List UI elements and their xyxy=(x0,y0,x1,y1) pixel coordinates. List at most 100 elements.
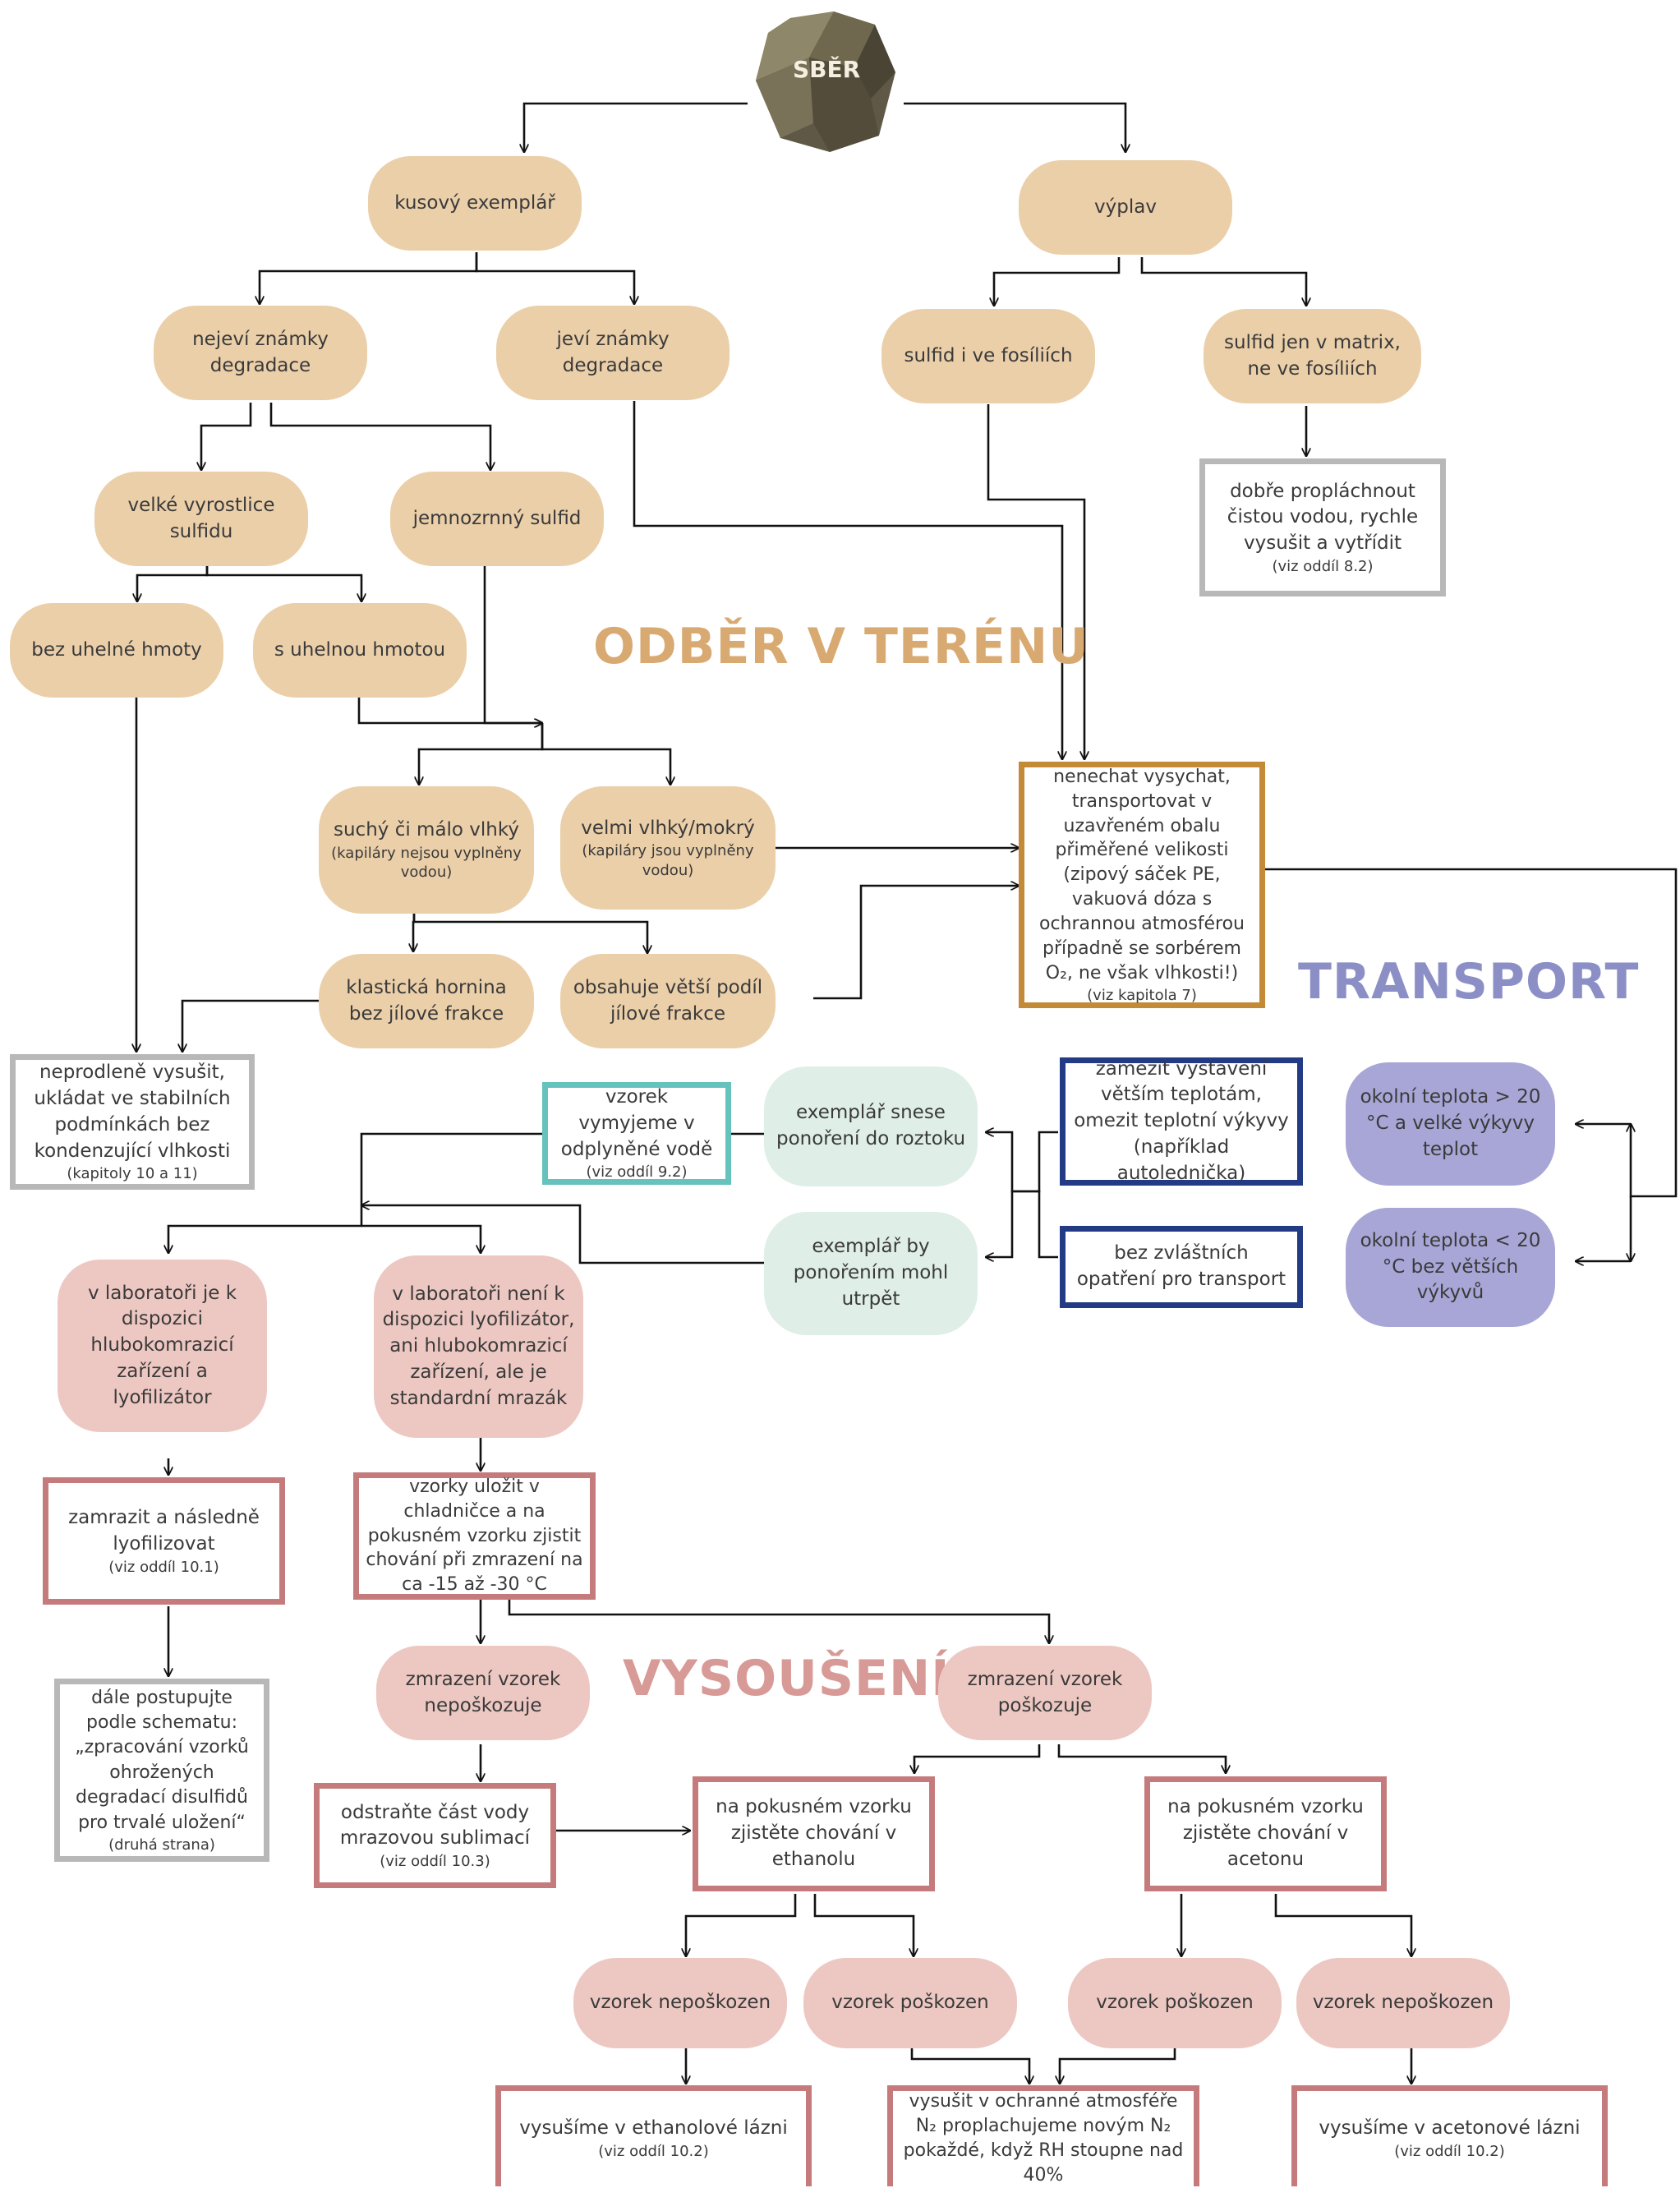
arrow xyxy=(361,1224,481,1253)
node-text: klastická hornina bez jílové frakce xyxy=(346,976,507,1025)
arrow xyxy=(201,403,252,470)
node-note: (druhá strana) xyxy=(108,1836,215,1854)
node-note: (viz oddíl 9.2) xyxy=(586,1163,688,1182)
node-vyplav: výplav xyxy=(1019,160,1232,255)
node-text: vzorek poškozen xyxy=(1096,1992,1254,2014)
node-text: v laboratoři je k dispozici hlubokomrazi… xyxy=(87,1282,237,1408)
arrow xyxy=(1140,257,1306,306)
node-text: zmrazení vzorek nepoškozuje xyxy=(405,1668,561,1716)
node-text: bez zvláštních opatření pro transport xyxy=(1076,1242,1286,1290)
arrow xyxy=(994,257,1121,306)
node-lab-je-lyofilizator: v laboratoři je k dispozici hlubokomrazi… xyxy=(58,1260,267,1432)
arrow xyxy=(419,723,544,785)
node-text: zamezit vystavení větším teplotám, omezi… xyxy=(1074,1057,1289,1184)
node-ulozit-v-chladnicce: vzorky uložit v chladničce a na pokusném… xyxy=(353,1472,596,1600)
node-mokry: velmi vlhký/mokrý (kapiláry jsou vyplněny… xyxy=(560,786,776,910)
node-jilova-frakce: obsahuje větší podíl jílové frakce xyxy=(560,954,776,1048)
field-section-title: ODBĚR V TERÉNU xyxy=(593,618,1089,675)
node-klasticka-hornina: klastická hornina bez jílové frakce xyxy=(319,954,534,1048)
node-text: vysušíme v acetonové lázni xyxy=(1319,2117,1581,2140)
arrow xyxy=(1057,1744,1226,1773)
node-note: (kapiláry jsou vyplněny vodou) xyxy=(582,842,754,879)
node-zamezit-vystaveni: zamezit vystavení větším teplotám, omezi… xyxy=(1060,1057,1303,1186)
arrow xyxy=(475,252,634,304)
node-sulfid-fosilie: sulfid i ve fosíliích xyxy=(881,309,1095,403)
node-text: vysušíme v ethanolové lázni xyxy=(519,2117,788,2140)
node-note: (viz oddíl 10.2) xyxy=(1394,2143,1505,2161)
arrow xyxy=(361,1205,764,1264)
node-text: obsahuje větší podíl jílové frakce xyxy=(573,976,763,1025)
node-text: dále postupujte podle schematu: „zpracov… xyxy=(75,1687,249,1833)
node-text: jeví známky degradace xyxy=(556,328,670,376)
node-text: vysušit v ochranné atmosféře N₂ proplach… xyxy=(903,2091,1184,2186)
node-note: (viz oddíl 8.2) xyxy=(1272,557,1374,575)
arrow xyxy=(357,697,542,723)
node-vymyjeme: vzorek vymyjeme v odplyněné vodě (viz odd… xyxy=(542,1082,731,1185)
arrow xyxy=(1265,868,1678,1198)
arrow xyxy=(541,723,670,785)
node-aceton-poskozen: vzorek poškozen xyxy=(1068,1958,1282,2048)
node-text: vzorek vymyjeme v odplyněné vodě xyxy=(560,1086,713,1160)
node-text: velké vyrostlice sulfidu xyxy=(127,494,275,542)
node-text: v laboratoři není k dispozici lyofilizát… xyxy=(382,1283,575,1409)
node-acetonova-lazen: vysušíme v acetonové lázni (viz oddíl 10.… xyxy=(1291,2085,1608,2186)
node-text: zmrazení vzorek poškozuje xyxy=(967,1668,1123,1716)
arrow xyxy=(813,1894,914,1956)
node-nenechat-vysychat: nenechat vysychat, transportovat v uzavř… xyxy=(1019,762,1265,1008)
node-zmrazeni-neposkozuje: zmrazení vzorek nepoškozuje xyxy=(376,1646,590,1740)
node-jevi-degradace: jeví známky degradace xyxy=(496,306,730,400)
node-text: nenechat vysychat, transportovat v uzavř… xyxy=(1038,766,1245,983)
node-note: (viz kapitola 7) xyxy=(1087,986,1197,1004)
node-ochranna-atmosfera: vysušit v ochranné atmosféře N₂ proplach… xyxy=(887,2085,1199,2186)
node-text: vzorek nepoškozen xyxy=(589,1992,771,2014)
arrow xyxy=(987,404,1084,759)
node-bez-opatreni: bez zvláštních opatření pro transport xyxy=(1060,1226,1303,1308)
node-ethanol-test: na pokusném vzorku zjistěte chování v et… xyxy=(693,1776,935,1891)
node-text: velmi vlhký/mokrý xyxy=(581,817,755,839)
node-odstrante-vodu: odstraňte část vody mrazovou sublimací(v… xyxy=(314,1783,556,1888)
rock-icon xyxy=(756,12,895,152)
node-dale-postupujte: dále postupujte podle schematu: „zpracov… xyxy=(54,1679,269,1862)
node-sulfid-matrix: sulfid jen v matrix, ne ve fosíliích xyxy=(1204,309,1421,403)
node-text: sulfid jen v matrix, ne ve fosíliích xyxy=(1224,331,1401,380)
arrow xyxy=(508,1598,1049,1643)
node-text: exemplář by ponořením mohl utrpět xyxy=(793,1236,949,1310)
node-ethanol-neposkozen: vzorek nepoškozen xyxy=(573,1958,787,2048)
arrow xyxy=(483,564,542,723)
node-note: (kapitoly 10 a 11) xyxy=(67,1165,198,1183)
node-zmrazeni-poskozuje: zmrazení vzorek poškozuje xyxy=(938,1646,1152,1740)
node-teplota-nizka: okolní teplota < 20 °C bez větších výkyv… xyxy=(1346,1208,1555,1327)
arrow xyxy=(986,1132,1058,1193)
node-text: kusový exemplář xyxy=(394,191,555,214)
node-snese-ponoreni: exemplář snese ponoření do roztoku xyxy=(764,1066,978,1186)
node-teplota-vysoka: okolní teplota > 20 °C a velké výkyvy te… xyxy=(1346,1062,1555,1186)
node-text: exemplář snese ponoření do roztoku xyxy=(776,1102,966,1149)
arrow xyxy=(182,999,319,1052)
node-lab-neni-lyofilizator: v laboratoři není k dispozici lyofilizát… xyxy=(374,1255,583,1438)
node-text: okolní teplota > 20 °C a velké výkyvy te… xyxy=(1360,1086,1541,1160)
node-velke-vyrostlice: velké vyrostlice sulfidu xyxy=(94,472,308,566)
arrow xyxy=(413,913,414,951)
node-text: nejeví známky degradace xyxy=(192,328,329,376)
node-text: bez uhelné hmoty xyxy=(31,638,202,661)
node-note: (viz oddíl 10.3) xyxy=(380,1853,490,1871)
arrow xyxy=(137,565,209,601)
arrow xyxy=(260,252,478,304)
node-nejevi-degradace: nejeví známky degradace xyxy=(154,306,367,400)
arrow xyxy=(910,2048,1029,2084)
arrow xyxy=(1060,2048,1176,2084)
node-text: neprodleně vysušit, ukládat ve stabilníc… xyxy=(34,1062,231,1162)
arrow xyxy=(904,102,1125,152)
node-note: (viz oddíl 10.1) xyxy=(108,1558,219,1576)
node-text: sulfid i ve fosíliích xyxy=(904,344,1073,366)
node-text: suchý či málo vlhký xyxy=(333,819,519,841)
arrow xyxy=(914,1744,1041,1773)
transport-section-title: TRANSPORT xyxy=(1298,953,1640,1011)
node-text: okolní teplota < 20 °C bez větších výkyv… xyxy=(1360,1229,1541,1304)
node-text: na pokusném vzorku zjistěte chování v et… xyxy=(716,1796,912,1870)
arrow xyxy=(412,913,647,953)
node-s-uhelnou-hmotou: s uhelnou hmotou xyxy=(253,603,467,698)
node-text: s uhelnou hmotou xyxy=(274,638,446,661)
node-text: výplav xyxy=(1094,196,1157,218)
